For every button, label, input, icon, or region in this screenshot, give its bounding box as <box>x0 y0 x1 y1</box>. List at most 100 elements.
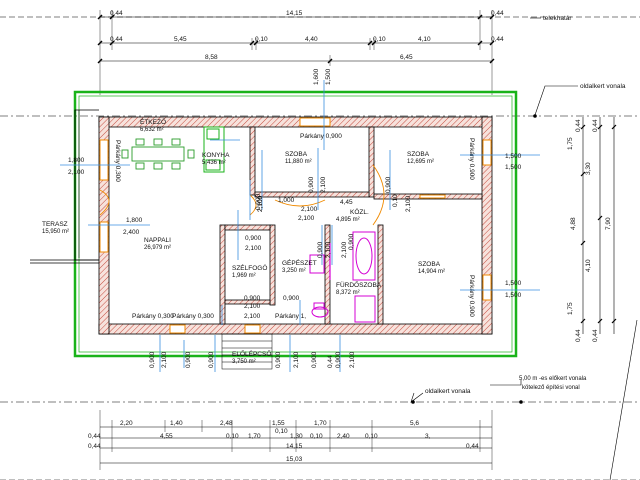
telekhatar-label: telekhatár <box>543 15 572 22</box>
dim-top-2: 14,15 <box>286 10 303 17</box>
dim-top-7: 4,40 <box>305 36 318 43</box>
opening-c-2: 2,100 <box>301 206 318 213</box>
room-furdo: FÜRDŐSZOBA <box>336 280 382 289</box>
opening-c-6: 2,100 <box>405 195 412 212</box>
opening-top-1: 1,600 <box>313 68 320 85</box>
terrace <box>30 109 99 264</box>
dim-right-8: 1,75 <box>567 302 574 315</box>
opening-right-3: 1,500 <box>505 280 522 287</box>
opening-f-2: 0,900 <box>348 233 355 250</box>
room-nappali: NAPPALI <box>144 237 171 244</box>
room-terasz-area: 15,950 m² <box>42 229 69 235</box>
dim-top-8: 0,10 <box>373 36 386 43</box>
dim-top-9: 4,10 <box>418 36 431 43</box>
dim-bottom-11: 1,70 <box>248 433 261 440</box>
room-etkezo: ÉTKEZŐ <box>140 117 166 126</box>
dim-top-4: 0,44 <box>110 36 123 43</box>
oldalkert-top-label: oldalkert vonala <box>580 83 626 90</box>
opening-terasz-1: 1,800 <box>126 217 143 224</box>
dim-right-10: 0,44 <box>592 329 599 342</box>
top-dimension-lines <box>97 10 495 95</box>
room-elolepcso-area: 3,750 m² <box>232 359 256 365</box>
opening-terasz-2: 2,400 <box>123 229 140 236</box>
dim-bottom-15: 0,10 <box>365 433 378 440</box>
parkany-right-1: Párkány 0,900 <box>468 138 475 180</box>
elokert-label: 5,00 m -es előkert vonala <box>519 376 587 382</box>
terrace-posts <box>74 110 80 258</box>
parkany-bottom-2: Párkány 0,300 <box>172 313 214 320</box>
opening-sz2-1: 0,900 <box>385 176 392 193</box>
room-gepeszet: GÉPÉSZET <box>282 258 317 267</box>
opening-bottom-1: 0,900 <box>149 351 156 368</box>
dim-right-6: 7,90 <box>605 217 612 230</box>
opening-top-2: 1,500 <box>325 68 332 85</box>
opening-e-2: 2,100 <box>244 303 261 310</box>
opening-g-1: 0,900 <box>317 241 324 258</box>
opening-left-2: 2,100 <box>68 169 85 176</box>
room-szoba-2-area: 12,695 m² <box>407 159 434 165</box>
room-etkezo-area: 6,632 m² <box>140 127 164 133</box>
dim-bottom-10: 0,10 <box>226 433 239 440</box>
opening-bottom-5: 0,900 <box>275 351 282 368</box>
dim-bottom-19: 0,44 <box>466 443 479 450</box>
dim-bottom-4: 1,55 <box>272 420 285 427</box>
dim-bottom-14: 2,40 <box>337 433 350 440</box>
dim-bottom-20: 15,03 <box>286 456 303 463</box>
opening-e-1: 0,900 <box>244 295 261 302</box>
dim-bottom-5: 1,70 <box>314 420 327 427</box>
dim-top-10: 0,44 <box>491 36 504 43</box>
opening-bottom-10: 2,100 <box>349 351 356 368</box>
dim-bottom-9: 4,55 <box>160 433 173 440</box>
dim-bottom-2: 1,40 <box>170 420 183 427</box>
opening-left-1: 1,800 <box>68 157 85 164</box>
room-elolepcso: ELŐLÉPCSŐ <box>232 349 271 358</box>
bathroom-fixtures <box>309 231 376 323</box>
opening-sz-3: 0,900 <box>255 193 262 210</box>
parkany-top: Párkány 0,900 <box>300 133 342 140</box>
room-szelfogo-area: 1,969 m² <box>232 273 256 279</box>
opening-k-1: 0,900 <box>245 235 262 242</box>
dim-bottom-18: 14,15 <box>286 443 303 450</box>
opening-bottom-7: 0,900 <box>311 351 318 368</box>
room-szelfogo: SZÉLFOGÓ <box>232 263 267 272</box>
opening-k-3: 2,100 <box>257 195 264 212</box>
dim-bottom-12: 1,30 <box>290 433 303 440</box>
room-konyha: KONYHA <box>202 152 230 159</box>
dim-bottom-1: 2,20 <box>120 420 133 427</box>
opening-bottom-6: 2,100 <box>293 351 300 368</box>
kitchen-counter <box>203 126 225 173</box>
dim-bottom-3: 2,48 <box>220 420 233 427</box>
right-dimension-lines <box>580 117 617 334</box>
dim-right-7: 4,10 <box>585 259 592 272</box>
opening-bottom-4: 0,900 <box>208 351 215 368</box>
dim-right-3: 0,44 <box>592 119 599 132</box>
room-szoba-1-area: 11,880 m² <box>285 159 312 165</box>
room-konyha-area: 5,436 m² <box>202 160 226 166</box>
opening-bottom-9: 0,900 <box>335 351 342 368</box>
dim-bottom-7: 0,10 <box>275 428 288 435</box>
opening-c-5: 0,10 <box>392 194 399 207</box>
dining-table <box>121 138 195 170</box>
opening-bottom-3: 0,900 <box>185 351 192 368</box>
windows <box>99 117 492 334</box>
dim-right-1: 0,44 <box>575 119 582 132</box>
label-leaders <box>410 17 578 403</box>
opening-bottom-8: 0,44 <box>327 355 334 368</box>
dim-top-12: 6,45 <box>400 54 413 61</box>
dim-top-6: 0,10 <box>255 36 268 43</box>
opening-e-3: 2,100 <box>244 313 261 320</box>
opening-sz2-2: 2,100 <box>257 195 264 212</box>
room-terasz: TERASZ <box>42 221 68 228</box>
dim-right-9: 0,44 <box>575 329 582 342</box>
parkany-left: Párkány 0,300 <box>114 140 121 182</box>
dim-bottom-16: 3, <box>425 433 431 440</box>
epitesi-vonal-label: kötelező építési vonal <box>522 385 580 391</box>
dim-right-2: 1,75 <box>567 137 574 150</box>
opening-right-2: 1,500 <box>505 164 522 171</box>
opening-c-3: 2,100 <box>298 215 315 222</box>
opening-f-1: 2,100 <box>341 241 348 258</box>
oldalkert-bottom-label: oldalkert vonala <box>425 388 471 395</box>
opening-v-1: 0,900 <box>283 295 300 302</box>
parkany-bottom-3: Párkány 1, <box>275 313 306 320</box>
